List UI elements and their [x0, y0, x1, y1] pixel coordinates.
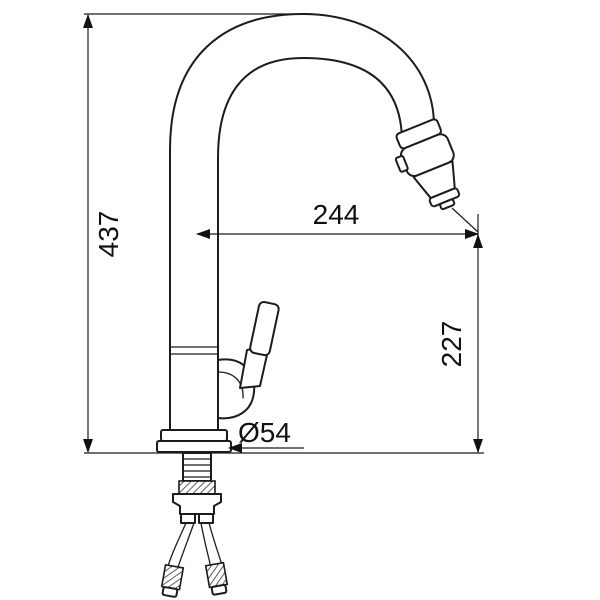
dim-label-overall-height: 437 [93, 211, 124, 258]
gooseneck-spout [169, 13, 435, 433]
dimension-annotations: 437 244 227 Ø54 [82, 13, 484, 454]
dim-label-base-diameter: Ø54 [238, 417, 291, 448]
base-flange [156, 429, 232, 453]
dim-base-diameter: Ø54 [227, 417, 304, 454]
spray-head-button [394, 155, 409, 173]
mounting-bracket [172, 493, 222, 515]
hose-collar-right [198, 513, 214, 524]
supply-hoses [160, 522, 229, 598]
hose-right-inner [200, 522, 212, 569]
dim-label-spout-reach: 244 [313, 199, 360, 230]
dim-spout-reach: 244 [195, 199, 480, 240]
threaded-shank [182, 452, 212, 482]
dim-outlet-height: 227 [436, 233, 484, 454]
hose-fitting-left-body [160, 563, 185, 591]
spray-outlet [439, 198, 456, 211]
dim-label-outlet-height: 227 [436, 321, 467, 368]
hose-fitting-left [160, 563, 185, 598]
base-flange-lower [156, 440, 232, 453]
spray-head [394, 118, 461, 211]
base-flange-upper [160, 429, 228, 442]
lock-nut [178, 480, 216, 495]
hose-collar-left [180, 513, 196, 524]
handle-boss-detail [217, 371, 244, 399]
hose-fitting-right-cap [210, 583, 228, 596]
hose-left-inner [176, 522, 195, 571]
dim-overall-height: 437 [82, 13, 310, 454]
hose-fitting-right-body [204, 561, 229, 589]
outlet-leader-line [451, 207, 479, 233]
hose-fitting-right [204, 561, 229, 596]
faucet-body [156, 13, 461, 598]
hose-left-outer [166, 522, 187, 571]
handle-grip [249, 300, 280, 357]
mounting-hardware [172, 452, 222, 524]
hose-right-outer [208, 522, 224, 569]
hose-fitting-left-cap [161, 586, 179, 598]
handle-lever [217, 300, 280, 420]
